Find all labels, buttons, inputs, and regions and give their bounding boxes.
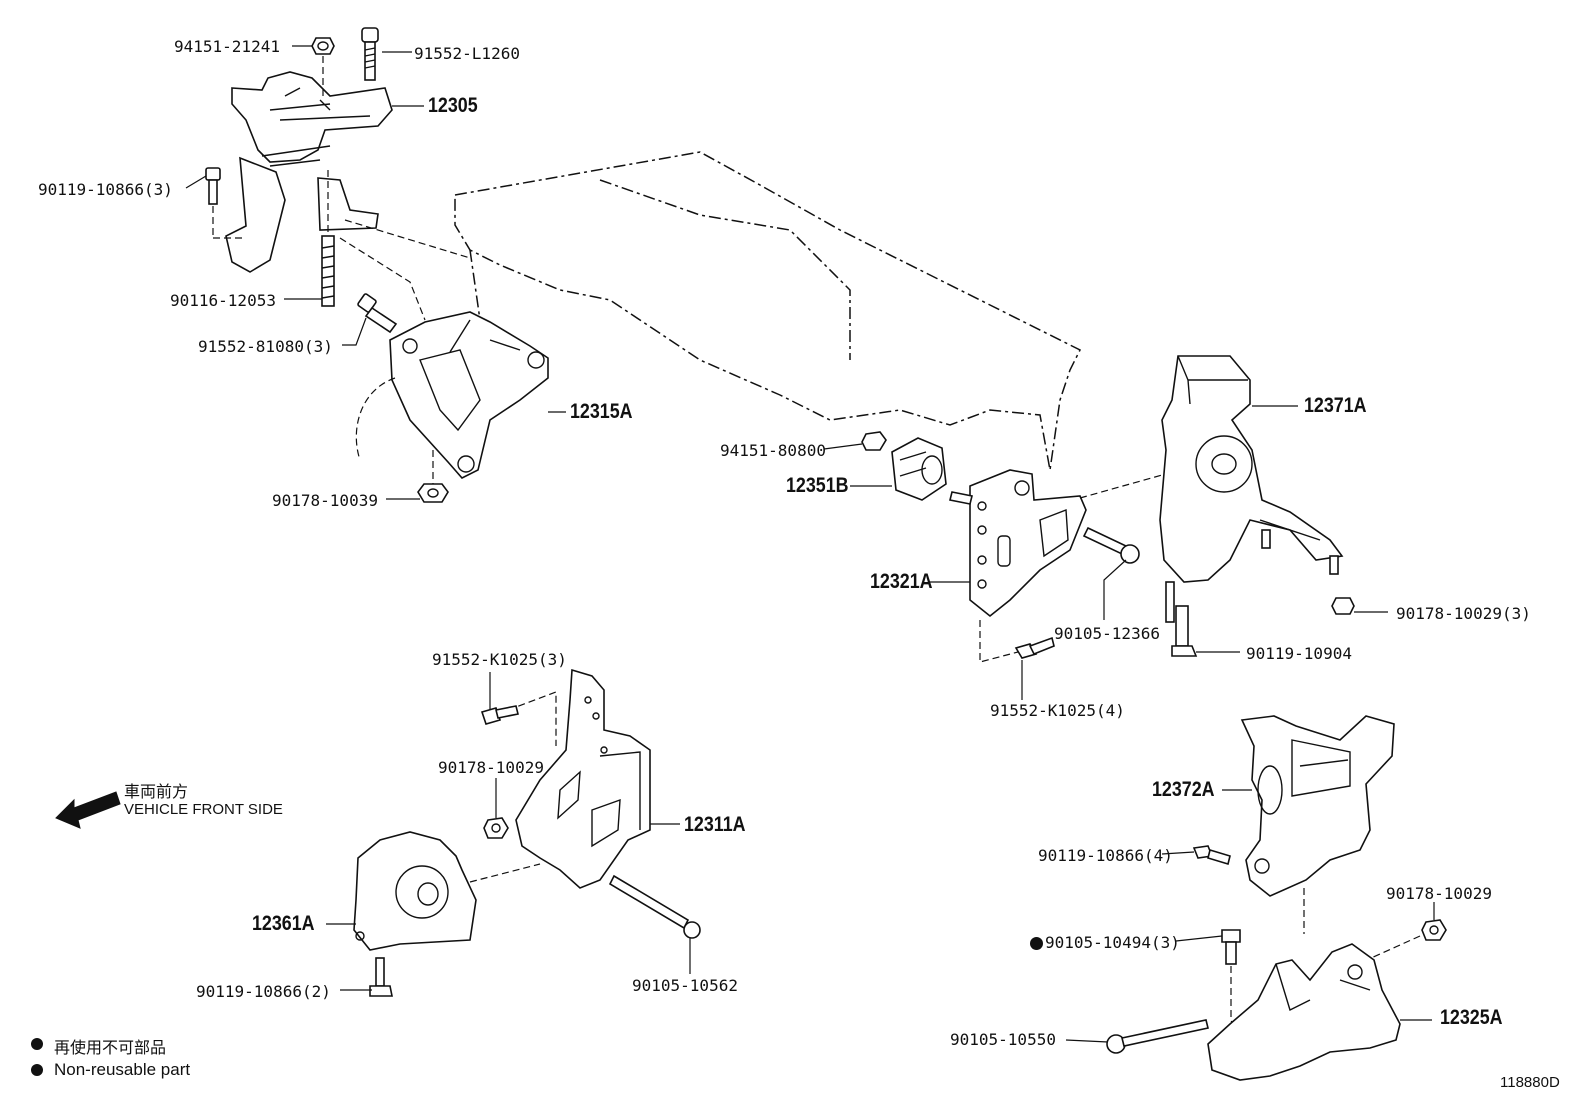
label-90119-10866-2: 90119-10866(2) [196,982,331,1001]
label-12315A: 12315A [570,400,633,423]
bolt-90105-10494-3 [1221,929,1241,965]
engine-mount-12361A [353,831,477,951]
bolt-91552-K1025-4 [1014,636,1055,659]
bracket-12311A [515,668,651,889]
bracket-12321A [949,469,1087,618]
front-direction-arrow-icon [55,791,121,829]
leader-lines [185,45,1435,1043]
engine-mount-12305 [225,71,393,273]
label-12321A: 12321A [870,570,933,593]
label-91552-L1260: 91552-L1260 [414,44,520,63]
direction-en: VEHICLE FRONT SIDE [124,801,283,818]
engine-outline [454,151,1082,471]
legend-en: Non-reusable part [54,1060,191,1079]
label-12305: 12305 [428,94,478,117]
bolt-90119-10904 [1171,605,1198,657]
bracket-12315A [389,311,549,479]
nut-94151-21241 [311,37,335,55]
label-12311A: 12311A [684,813,746,836]
legend-jp: 再使用不可部品 [54,1040,167,1057]
bolt-90105-12366 [1082,526,1140,564]
label-90105-10494-3-text: 90105-10494(3) [1045,933,1180,952]
bolt-91552-81080 [357,293,398,334]
label-90119-10866-4: 90119-10866(4) [1038,846,1173,865]
label-12325A: 12325A [1440,1006,1503,1029]
label-90116-12053: 90116-12053 [170,291,276,310]
engine-mount-12372A [1240,715,1395,897]
bolt-91552-L1260 [361,27,379,81]
bolt-90119-10866-2 [369,957,393,997]
label-12371A: 12371A [1304,394,1367,417]
bolt-90105-10550 [1106,1019,1209,1054]
nut-90178-10029-center [483,817,509,839]
direction-jp: 車両前方 [124,784,189,801]
label-12361A: 12361A [252,912,315,935]
nut-94151-80800 [861,431,887,451]
label-94151-80800: 94151-80800 [720,441,826,460]
bolt-90119-10866-3 [205,167,221,205]
label-90105-10494-3: 90105-10494(3) [1030,933,1180,952]
label-12372A: 12372A [1152,778,1215,801]
label-90178-10039: 90178-10039 [272,491,378,510]
label-90178-10029-center: 90178-10029 [438,758,544,777]
label-90119-10904: 90119-10904 [1246,644,1352,663]
non-reusable-dot-icon [1030,937,1043,950]
bracket-12325A [1207,943,1401,1081]
label-90105-10562: 90105-10562 [632,976,738,995]
label-90119-10866-3: 90119-10866(3) [38,180,173,199]
label-90178-10029-right: 90178-10029 [1386,884,1492,903]
label-90178-10029-3: 90178-10029(3) [1396,604,1531,623]
bolt-91552-K1025-3 [480,705,519,725]
label-12351B: 12351B [786,474,849,497]
label-90105-12366: 90105-12366 [1054,624,1160,643]
non-reusable-dot-icon [31,1064,43,1076]
label-91552-K1025-4: 91552-K1025(4) [990,701,1125,720]
bolt-90119-10866-4 [1192,845,1231,866]
nut-90178-10029-right [1421,919,1447,941]
nut-90178-10039 [417,483,449,503]
non-reusable-dot-icon [31,1038,43,1050]
stud-90116-12053 [321,235,335,307]
label-91552-81080-3: 91552-81080(3) [198,337,333,356]
stud-12371A [1165,529,1339,623]
label-90105-10550: 90105-10550 [950,1030,1056,1049]
label-94151-21241: 94151-21241 [174,37,280,56]
diagram-id: 118880D [1500,1074,1560,1091]
bolt-90105-10562 [608,874,701,939]
engine-mount-12371A [1159,355,1344,583]
cushion-12351B [891,437,947,501]
label-91552-K1025-3: 91552-K1025(3) [432,650,567,669]
nut-90178-10029-3 [1331,597,1355,615]
